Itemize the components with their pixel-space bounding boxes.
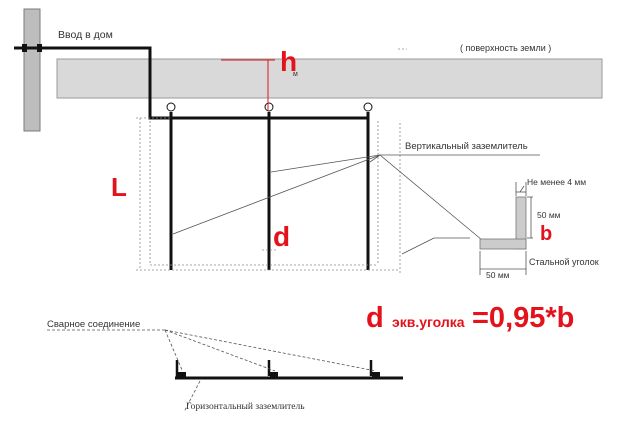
- steel-angle-section: [401, 182, 533, 275]
- vertical-electrodes: [166, 102, 373, 270]
- dim-50mm-horizontal: 50 мм: [486, 270, 510, 280]
- formula-value: =0,95*b: [472, 302, 574, 334]
- min-4mm-label: Не менее 4 мм: [527, 177, 586, 187]
- L-label: L: [111, 172, 127, 202]
- vertical-electrode-label: Вертикальный заземлитель: [405, 141, 528, 152]
- h-label: h: [280, 46, 297, 77]
- h-subscript: м: [293, 71, 298, 78]
- horizontal-electrode-label: Горизонтальный заземлитель: [186, 401, 305, 412]
- ground-surface-label: ( поверхность земли ): [460, 43, 551, 53]
- weld-leaders: [47, 329, 377, 413]
- entry-conductor: [14, 44, 369, 120]
- formula-subscript: экв.уголка: [392, 314, 465, 330]
- h-dimension: [221, 59, 275, 110]
- steel-angle-label: Стальной уголок: [529, 257, 599, 267]
- house-entry-label: Ввод в дом: [58, 29, 113, 41]
- b-label: b: [540, 223, 552, 245]
- horizontal-electrode: [175, 360, 403, 380]
- ground-layer: [56, 58, 603, 99]
- equivalent-diameter-formula: d экв.уголка =0,95*b: [366, 302, 574, 334]
- vertical-leaders: [172, 154, 540, 241]
- house-wall: [23, 8, 41, 132]
- weld-joint-label: Сварное соединение: [47, 319, 140, 330]
- dimension-guides: [136, 48, 407, 275]
- d-label: d: [273, 221, 290, 252]
- dim-50mm-vertical: 50 мм: [537, 210, 561, 220]
- formula-d: d: [366, 302, 384, 334]
